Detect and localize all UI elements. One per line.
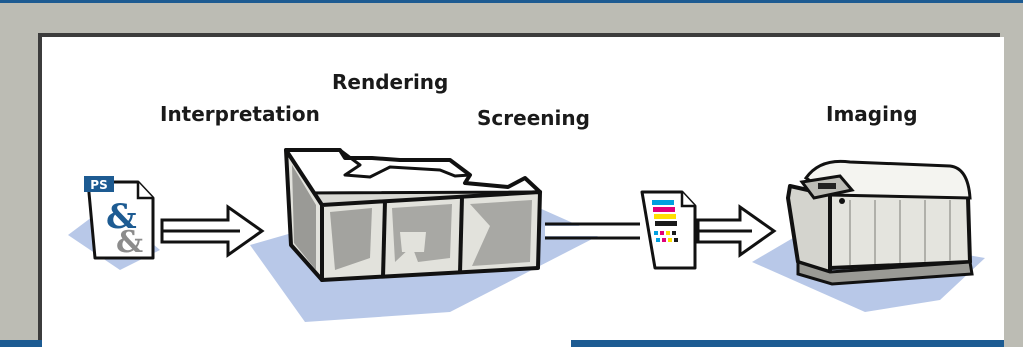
- stage-label-rendering: Rendering: [332, 70, 448, 94]
- ps-badge: PS: [90, 178, 107, 192]
- raster-page-icon: [642, 192, 695, 268]
- connector-to-raster: [545, 224, 640, 238]
- rip-box: [286, 150, 540, 280]
- stage-label-interpretation: Interpretation: [160, 102, 320, 126]
- stage-label-screening: Screening: [477, 106, 590, 130]
- postscript-document-icon: PS & &: [84, 176, 153, 260]
- arrow-to-imager: [698, 207, 774, 255]
- imagesetter-icon: [788, 161, 972, 284]
- stage-label-imaging: Imaging: [826, 102, 918, 126]
- ampersand-back-glyph: &: [116, 225, 143, 260]
- arrow-to-rip: [162, 207, 262, 255]
